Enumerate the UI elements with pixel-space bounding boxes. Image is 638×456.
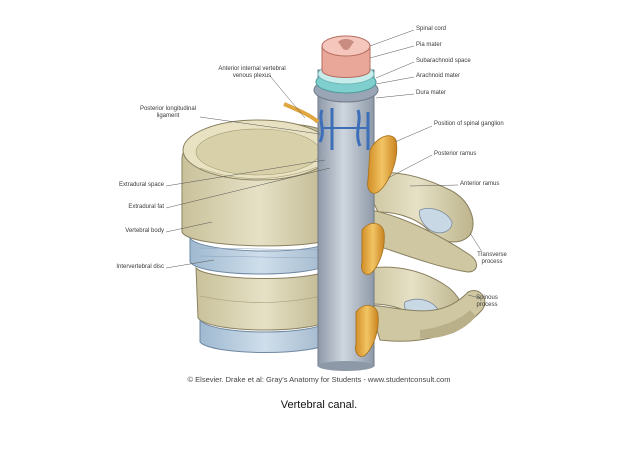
ligament [283,102,320,124]
leader-lines [165,29,483,299]
label-anterior-plexus-line2: venous plexus [232,73,272,79]
upper-vertebral-body [181,119,336,247]
label-arachnoid-mater: Arachnoid mater [416,73,461,79]
label-posterior-ramus: Posterior ramus [434,151,477,157]
middle-spinal-nerve [361,223,385,275]
lower-spinous-process [369,290,486,342]
label-posterior-ligament-line2: ligament [156,113,180,119]
upper-spinous-process [369,209,477,273]
label-dura-mater: Dura mater [416,90,447,96]
label-extradural-space: Extradural space [118,182,164,188]
upper-spinal-nerve [367,135,398,194]
label-spinal-ganglion: Position of spinal ganglion [434,121,504,127]
label-anterior-plexus-line1: Anterior internal vertebral [218,66,286,72]
label-extradural-fat: Extradural fat [128,204,164,210]
label-anterior-ramus: Anterior ramus [460,181,500,187]
label-transverse-process-line1: Transverse [477,252,507,258]
spinal-cord [321,35,371,78]
upper-transverse-process [359,171,474,243]
lower-spinal-nerve [355,305,379,357]
label-spinal-cord: Spinal cord [416,26,447,32]
label-spinous-process-line2: process [476,302,498,308]
label-spinous-process-line1: Spinous [476,295,498,301]
lower-vertebral-body [195,266,333,331]
label-pia-mater: Pia mater [416,42,442,48]
slide-caption: Vertebral canal. [280,399,358,411]
venous-plexus [318,108,370,150]
label-posterior-ligament-line1: Posterior longitudinal [139,106,197,112]
label-intervertebral-disc: Intervertebral disc [116,264,164,270]
label-transverse-process-line2: process [481,259,503,265]
label-vertebral-body: Vertebral body [125,228,164,234]
figure-credit: © Elsevier. Drake et al: Gray's Anatomy … [187,375,451,384]
label-subarachnoid-space: Subarachnoid space [416,58,471,64]
